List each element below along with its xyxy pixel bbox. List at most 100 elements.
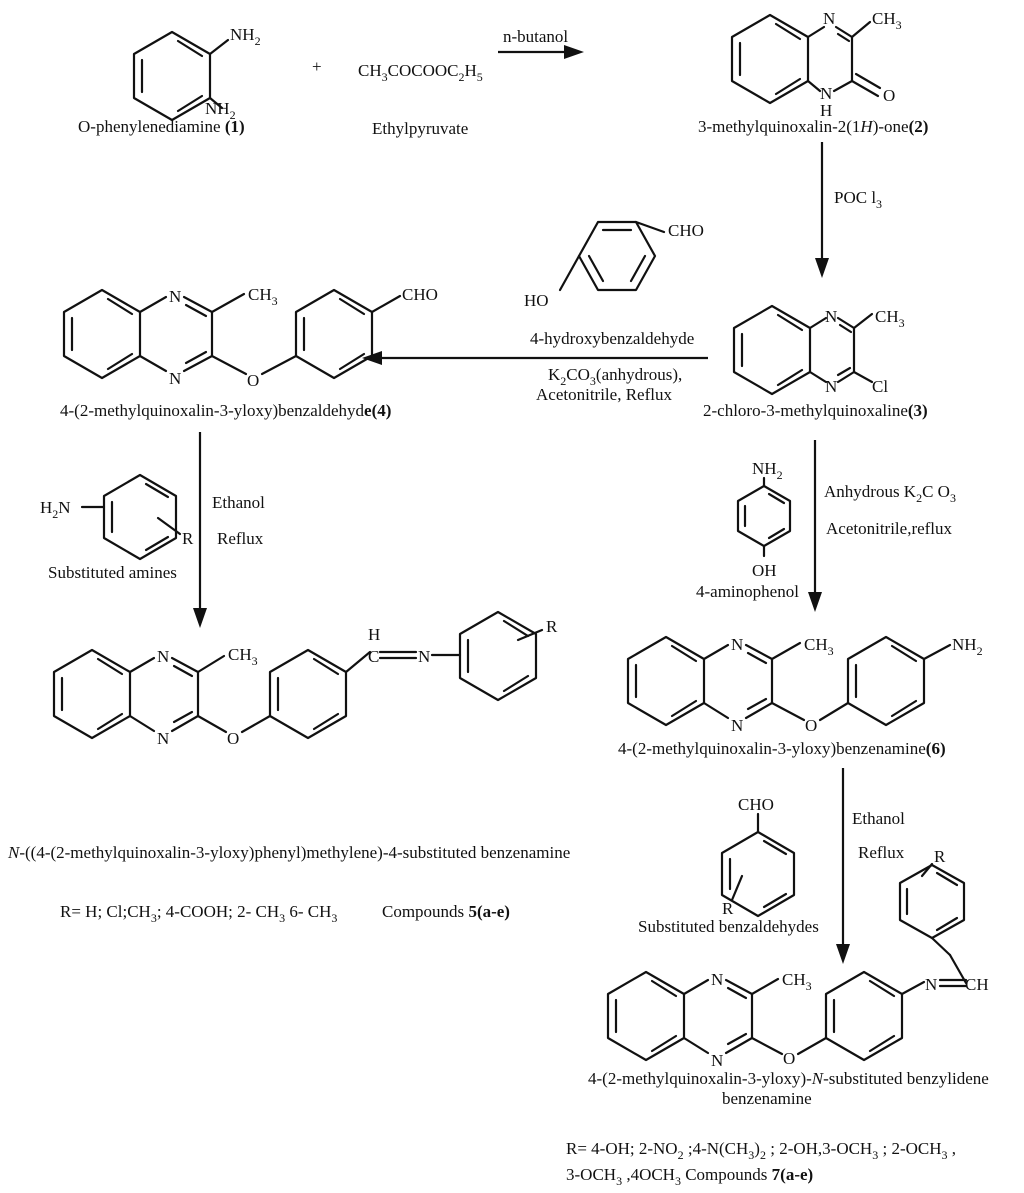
bond-line <box>172 664 194 678</box>
scheme-text: ;4-N(CH <box>684 1139 749 1158</box>
substituted-amines-name: Substituted amines <box>48 563 177 582</box>
bond-line <box>852 312 874 330</box>
scheme-text: NH2 <box>952 635 983 658</box>
scheme-text: N <box>925 975 937 994</box>
bond-line <box>767 492 786 505</box>
bond-line <box>836 366 852 377</box>
scheme-text: N <box>157 647 169 666</box>
scheme-text: 6- CH <box>285 902 331 921</box>
scheme-text: CH3 <box>228 645 258 668</box>
condition-step3a: K2CO3(anhydrous), <box>548 365 682 388</box>
scheme-text: 2 <box>230 108 236 122</box>
bond-line <box>900 980 926 996</box>
bond-line <box>832 79 854 93</box>
compound-5-name-n: N <box>7 843 21 862</box>
bond-line <box>682 1036 710 1055</box>
scheme-text: R <box>182 529 194 548</box>
scheme-text: ; 2-OCH <box>878 1139 941 1158</box>
bond-line <box>935 871 959 887</box>
scheme-text: 2 <box>977 644 983 658</box>
bond-line <box>838 323 853 334</box>
scheme-text: 3 <box>876 197 882 211</box>
scheme-text: N <box>169 287 181 306</box>
scheme-text: 3 <box>950 491 956 505</box>
scheme-text: 4-(2-methylquinoxalin-3-yloxy)-N-substit… <box>588 1069 989 1088</box>
scheme-text: 5 <box>477 70 483 84</box>
bond-line <box>948 953 968 985</box>
hydroxybenzaldehyde-structure: CHO HO <box>524 220 704 310</box>
scheme-text: 4-(2-methylquinoxalin-3-yloxy)benzaldehy… <box>60 401 391 420</box>
bond-line <box>850 20 872 39</box>
ring-bond <box>730 13 810 105</box>
ring-bond <box>720 830 796 918</box>
bond-line <box>670 699 698 718</box>
bond-line <box>868 979 896 998</box>
scheme-text: CH3 <box>804 635 834 658</box>
bond-line <box>762 839 788 856</box>
scheme-text: CH3 <box>872 9 902 32</box>
scheme-text: R= 4-OH; 2-NO <box>566 1139 678 1158</box>
bond-line <box>172 710 194 724</box>
scheme-text: H2N <box>40 498 71 521</box>
condition-step2: POC l3 <box>834 188 882 211</box>
scheme-text: N <box>825 377 837 396</box>
scheme-text: R <box>546 617 558 636</box>
bond-line <box>852 370 874 384</box>
arrow-head <box>808 592 822 612</box>
bond-line <box>850 79 880 98</box>
condition-step6a: Ethanol <box>852 809 905 828</box>
scheme-text: C O <box>922 482 950 501</box>
scheme-text: O <box>247 371 259 390</box>
scheme-text: CHO <box>738 795 774 814</box>
bond-line <box>156 516 182 536</box>
bond-line <box>935 916 959 932</box>
scheme-text: NH <box>952 635 977 654</box>
bond-line <box>746 651 768 665</box>
bond-line <box>776 313 804 332</box>
bond-line <box>770 701 806 722</box>
compound-7-name-line2: benzenamine <box>722 1089 812 1108</box>
scheme-text: Compounds <box>681 1165 772 1184</box>
compound-6-name: 4-(2-methylquinoxalin-3-yloxy)benzenamin… <box>618 739 926 758</box>
bond-line <box>106 352 134 371</box>
scheme-text: CH <box>872 9 896 28</box>
ring-bond <box>626 635 706 727</box>
scheme-text: NH2 <box>230 25 261 48</box>
scheme-text: 2-chloro-3-methylquinoxaline(3) <box>703 401 928 420</box>
ring-bond <box>846 635 926 727</box>
bond-line <box>808 370 828 384</box>
bond-line <box>774 77 802 96</box>
scheme-text: N <box>731 716 743 735</box>
scheme-text: 2 <box>52 507 58 521</box>
bond-line <box>670 644 698 663</box>
scheme-text: , <box>948 1139 957 1158</box>
compound-2-number: (2) <box>909 117 929 136</box>
scheme-text: CH <box>782 970 806 989</box>
scheme-text: NH <box>752 459 777 478</box>
bond-line <box>806 25 826 39</box>
scheme-text: 2 <box>777 468 783 482</box>
substituted-amine-structure: H2N R <box>40 473 194 561</box>
bond-line <box>702 643 730 661</box>
condition-step5a: Anhydrous K2C O3 <box>824 482 956 505</box>
scheme-text: 2 <box>916 491 922 505</box>
bond-line <box>184 303 208 318</box>
bond-line <box>210 354 248 376</box>
compound-5-series: 5(a-e) <box>468 902 510 921</box>
bond-line <box>138 354 168 373</box>
scheme-text: 3 <box>942 1148 948 1162</box>
ring-bond <box>824 970 904 1062</box>
scheme-text: N <box>58 498 70 517</box>
compound-6-structure: N N CH3 O NH2 <box>626 635 983 735</box>
bond-line <box>808 316 828 330</box>
compound-7-name: 4-(2-methylquinoxalin-3-yloxy)- <box>588 1069 812 1088</box>
c1-nh2-top: NH <box>230 25 255 44</box>
scheme-text: 2 <box>255 34 261 48</box>
bond-line <box>502 674 530 693</box>
bond-line <box>196 714 228 734</box>
condition-step1: n-butanol <box>503 27 568 46</box>
compound-5-r-groups: R= H; Cl;CH3; 4-COOH; 2- CH3 6- CH3 <box>60 902 337 925</box>
scheme-text: N <box>823 9 835 28</box>
ring-bond <box>458 610 538 702</box>
